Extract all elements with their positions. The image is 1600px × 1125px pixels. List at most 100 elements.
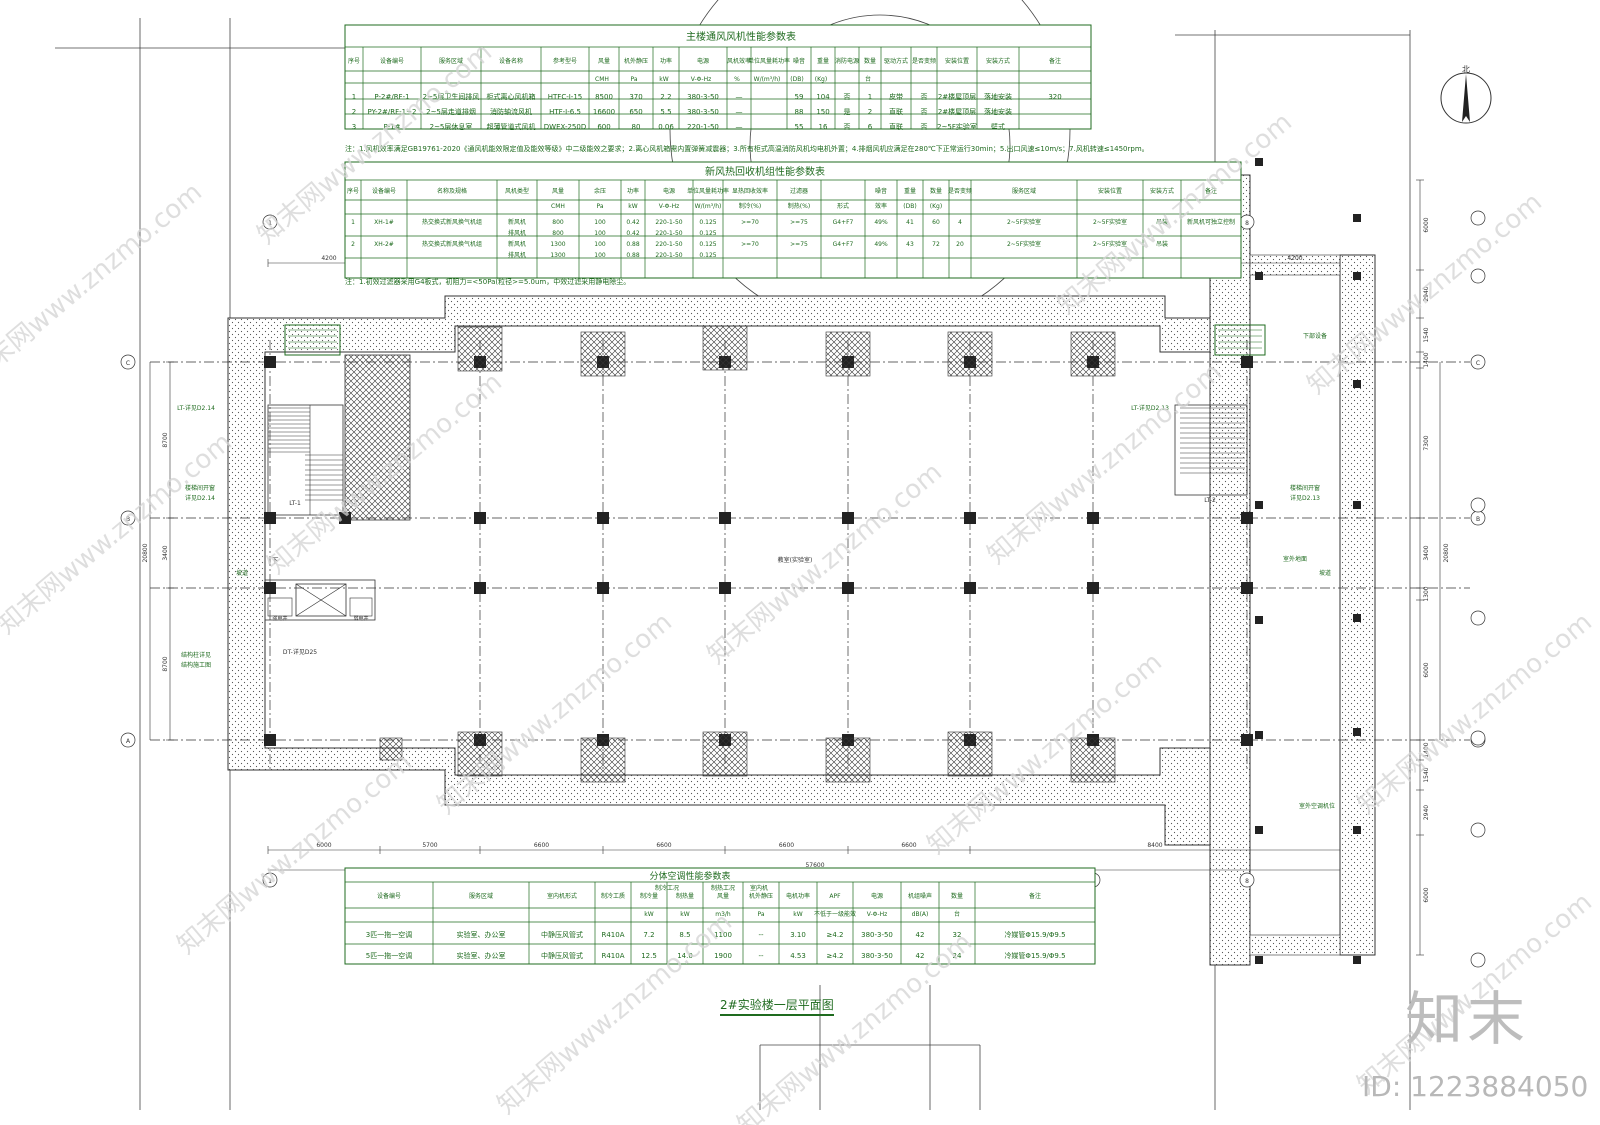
erv-table-header: 电源 bbox=[663, 187, 675, 195]
split-table-cell: -- bbox=[758, 952, 764, 960]
elevator-core bbox=[264, 579, 376, 621]
room-label: 弱电井 bbox=[353, 615, 368, 622]
structural-column bbox=[964, 512, 976, 524]
erv-table-cell: 0.125 bbox=[699, 230, 716, 237]
dim-text-bottom: 5700 bbox=[422, 842, 437, 849]
axis-bubble-top bbox=[262, 214, 278, 230]
erv-table-header: 过滤器 bbox=[790, 187, 808, 195]
erv-table-cell: 新风机 bbox=[508, 240, 526, 248]
structural-column bbox=[842, 512, 854, 524]
fan-table-header: 安装方式 bbox=[986, 57, 1010, 65]
fan-table-cell: DWEX-250D bbox=[544, 123, 586, 131]
note-label: 详见D2.13 bbox=[1290, 494, 1320, 502]
fan-table-unit: (DB) bbox=[790, 76, 803, 83]
fan-table-header: 机外静压 bbox=[624, 57, 648, 65]
dim-text-right: 1540 bbox=[1423, 767, 1430, 782]
erv-table-header: 名称及规格 bbox=[437, 187, 467, 195]
split-table-unit: kW bbox=[680, 911, 689, 918]
erv-table-cell: 220-1-50 bbox=[655, 230, 682, 237]
fan-table-cell: — bbox=[736, 108, 743, 116]
split-table-cell: 中静压风管式 bbox=[541, 930, 583, 939]
dim-text-bottom: 6000 bbox=[316, 842, 331, 849]
north-needle bbox=[1462, 74, 1470, 122]
erv-table-unit: (Kg) bbox=[930, 203, 942, 210]
erv-table-cell: 吊装 bbox=[1156, 218, 1168, 226]
dim-text-top: 4200 bbox=[321, 255, 336, 262]
erv-table-cell: 4 bbox=[958, 219, 962, 226]
split-table-cell: 12.5 bbox=[641, 952, 657, 960]
split-table-header: 制热量 bbox=[676, 892, 694, 900]
fan-table-unit: 台 bbox=[865, 75, 871, 83]
axis-bubble-label: 8 bbox=[1245, 220, 1249, 227]
split-table-header: 服务区域 bbox=[469, 892, 493, 900]
erv-table-cell: 2~5F实验室 bbox=[1093, 218, 1127, 226]
dim-text-right: 1400 bbox=[1423, 742, 1430, 757]
axis-bubble-left bbox=[120, 732, 136, 748]
fan-table-cell: 1 bbox=[352, 93, 356, 101]
note-label: 下 bbox=[272, 557, 279, 565]
fan-table-cell: 0.06 bbox=[658, 123, 674, 131]
dim-text-bottom: 8400 bbox=[1147, 842, 1162, 849]
axis-bubble-label: 1 bbox=[268, 220, 272, 227]
split-table-header: 数量 bbox=[951, 892, 963, 900]
dim-text-right: 1540 bbox=[1423, 327, 1430, 342]
erv-table-cell: 2~5F实验室 bbox=[1093, 240, 1127, 248]
fan-table-unit: W/(m³/h) bbox=[754, 76, 781, 83]
erv-table-cell: XH-2# bbox=[374, 241, 394, 248]
erv-table-cell: 100 bbox=[594, 241, 606, 248]
structural-column bbox=[1241, 356, 1253, 368]
erv-table-cell: 吊装 bbox=[1156, 240, 1168, 248]
fan-table-header: 风机效率 bbox=[727, 57, 751, 65]
fan-table-cell: 220-1-50 bbox=[687, 123, 719, 131]
dim-text-right: 1400 bbox=[1423, 352, 1430, 367]
note-label: 楼梯间开窗 bbox=[185, 484, 215, 492]
fan-table-cell: 柜式离心风机箱 bbox=[487, 92, 536, 101]
split-table-cell: 14.0 bbox=[677, 952, 693, 960]
fan-table-cell: 落地安装 bbox=[984, 107, 1012, 116]
fan-table-cell: 59 bbox=[795, 93, 804, 101]
split-table-cell: 42 bbox=[916, 952, 925, 960]
right-stair bbox=[1174, 404, 1248, 496]
fan-table-cell: 1 bbox=[868, 93, 872, 101]
split-table-cell: ≥4.2 bbox=[827, 952, 844, 960]
fan-table-cell: 55 bbox=[795, 123, 804, 131]
fan-table-cell: 直联 bbox=[889, 107, 903, 116]
fan-table-header: 设备编号 bbox=[380, 57, 404, 65]
annex-column bbox=[1353, 214, 1361, 222]
fan-table-unit: CMH bbox=[595, 76, 609, 83]
axis-bubble-right bbox=[1470, 210, 1486, 226]
erv-table-header: 功率 bbox=[627, 187, 639, 195]
structural-column bbox=[264, 734, 276, 746]
fan-table-cell: 150 bbox=[816, 108, 829, 116]
column-base-hatch bbox=[1070, 737, 1116, 783]
structural-column bbox=[719, 512, 731, 524]
note-label: 室外地面 bbox=[1283, 555, 1307, 563]
split-table-header: 制热工况 bbox=[711, 884, 735, 892]
annex-column bbox=[1255, 272, 1263, 280]
split-table-header: 电源 bbox=[871, 892, 883, 900]
fan-table-note: 注：1.风机效率满足GB19761-2020《通风机能效限定值及能效等级》中二级… bbox=[345, 144, 1149, 153]
structural-column bbox=[597, 582, 609, 594]
split-table-header: 制冷量 bbox=[640, 892, 658, 900]
column-base-hatch bbox=[825, 737, 871, 783]
erv-table-cell: >=70 bbox=[741, 219, 759, 226]
column-base-hatch bbox=[947, 731, 993, 777]
note-label: 坡道 bbox=[236, 569, 248, 577]
split-table-cell: 3匹一拖一空调 bbox=[366, 930, 412, 939]
north-arrow: 北 bbox=[1440, 65, 1492, 124]
note-label: 坡道 bbox=[1319, 569, 1331, 577]
north-label: 北 bbox=[1462, 65, 1470, 74]
split-table-cell: R410A bbox=[601, 952, 624, 960]
split-table-unit: kW bbox=[793, 911, 802, 918]
fan-table-cell: 2~5层走道排烟 bbox=[426, 107, 476, 116]
split-table-unit: m3/h bbox=[715, 911, 731, 918]
annex-column bbox=[1353, 956, 1361, 964]
column-base-hatch bbox=[702, 731, 748, 777]
erv-table-cell: 0.125 bbox=[699, 252, 716, 259]
erv-table-unit: 制冷(%) bbox=[739, 202, 761, 210]
erv-table-header: 安装方式 bbox=[1150, 187, 1174, 195]
split-table-cell: 5匹一拖一空调 bbox=[366, 951, 412, 960]
erv-table-cell: 100 bbox=[594, 252, 606, 259]
annex-column bbox=[1255, 616, 1263, 624]
